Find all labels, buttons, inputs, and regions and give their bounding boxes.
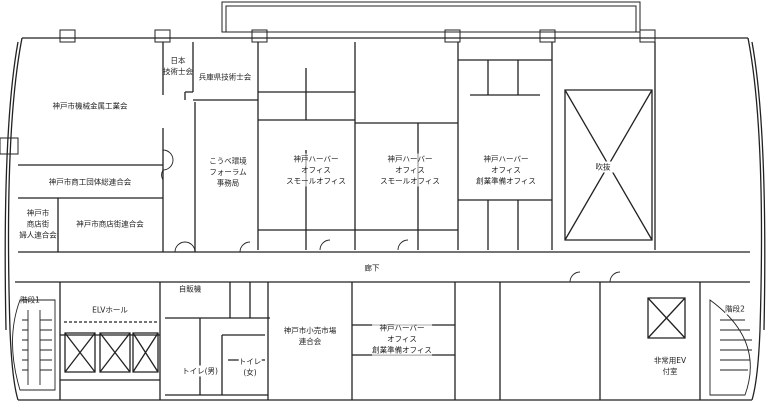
- room-kikai-kinzoku: 神戸市機械金属工業会: [52, 101, 128, 111]
- elv-hall: ELVホール: [92, 305, 128, 315]
- outer-wall: [4, 37, 766, 401]
- roof-outline: [221, 1, 641, 33]
- room-harbor-startup-2: 神戸ハーバー オフィス 創業準備オフィス: [372, 322, 432, 356]
- doors: [161, 149, 621, 283]
- room-shotengai-fujin: 神戸市 商店街 婦人連合会: [19, 208, 57, 240]
- toilet-women: トイレ (女): [238, 356, 262, 378]
- stairs-1-label: 階段1: [20, 295, 40, 305]
- room-shotengai: 神戸市商店街連合会: [76, 219, 144, 229]
- stairs-2: [709, 299, 752, 396]
- room-harbor-small-1: 神戸ハーバー オフィス スモールオフィス: [286, 153, 346, 187]
- room-nihon-gijutsushi: 日本 技術士会: [163, 56, 193, 76]
- north-walls: [15, 42, 750, 283]
- room-harbor-small-2: 神戸ハーバー オフィス スモールオフィス: [380, 153, 440, 187]
- room-fukinuke: 吹抜: [592, 161, 614, 173]
- stairs-1: [12, 299, 56, 391]
- room-shoko-dantai: 神戸市商工団体総連合会: [48, 177, 132, 187]
- corridor: 廊下: [364, 263, 380, 273]
- room-kouri-ichiba: 神戸市小売市場 連合会: [283, 326, 337, 346]
- stairs-2-label: 階段2: [725, 303, 745, 315]
- toilet-men: トイレ(男): [182, 365, 218, 377]
- room-harbor-startup-1: 神戸ハーバー オフィス 創業準備オフィス: [476, 153, 536, 187]
- room-kobe-kankyo: こうべ環境 フォーラム 事務局: [209, 156, 247, 188]
- room-hyogo-gijutsushi: 兵庫県技術士会: [198, 72, 252, 82]
- vending-machine: 自販機: [178, 284, 202, 294]
- emergency-ev-lobby: 非常用EV 付室: [653, 356, 687, 376]
